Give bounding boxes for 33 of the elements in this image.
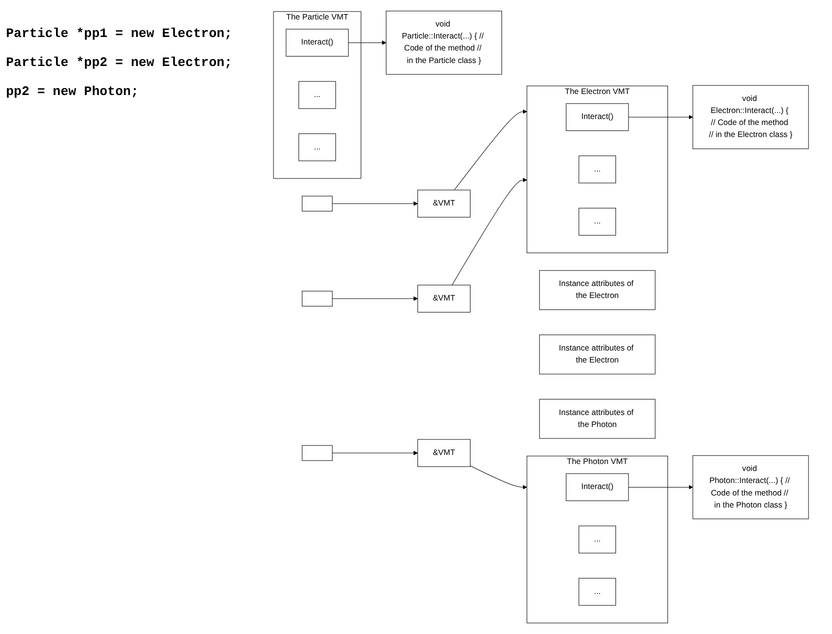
node-box (302, 445, 333, 461)
code-line: Particle *pp1 = new Electron; (6, 26, 234, 41)
node-box: Interact() (566, 473, 629, 502)
node-box: ... (578, 578, 616, 606)
arrow (332, 296, 418, 301)
node-box: ... (578, 526, 616, 554)
node-box: Instance attributes of the Photon (539, 398, 656, 439)
node-box: Interact() (286, 28, 349, 57)
code-line: pp2 = new Photon; (6, 84, 140, 99)
node-box: Instance attributes of the Electron (539, 334, 656, 374)
node-box: void Photon::Interact(...) { // Code of the method // in the Photon class } (692, 455, 809, 520)
node-box: &VMT (417, 439, 470, 467)
node-box (302, 196, 333, 212)
arrow (454, 109, 528, 190)
arrow (348, 40, 386, 45)
node-box (302, 290, 333, 306)
arrow (470, 466, 528, 490)
node-box: ... (578, 156, 616, 184)
arrow (332, 450, 418, 456)
node-box: void Electron::Interact(...) { // Code of the method // in the Electron class } (692, 85, 809, 150)
arrow (332, 201, 418, 206)
node-box: ... (298, 133, 336, 162)
node-box: ... (298, 81, 336, 109)
arrow (628, 485, 694, 490)
arrow (452, 178, 528, 286)
node-box: &VMT (417, 284, 470, 312)
node-box: void Particle::Interact(...) { // Code of the method // in the Particle class } (386, 10, 502, 75)
arrow (628, 114, 694, 120)
node-box: Interact() (566, 103, 629, 131)
code-line: Particle *pp2 = new Electron; (6, 55, 234, 70)
node-box: Instance attributes of the Electron (539, 270, 656, 310)
node-box: &VMT (417, 190, 470, 218)
node-box: ... (578, 208, 616, 236)
